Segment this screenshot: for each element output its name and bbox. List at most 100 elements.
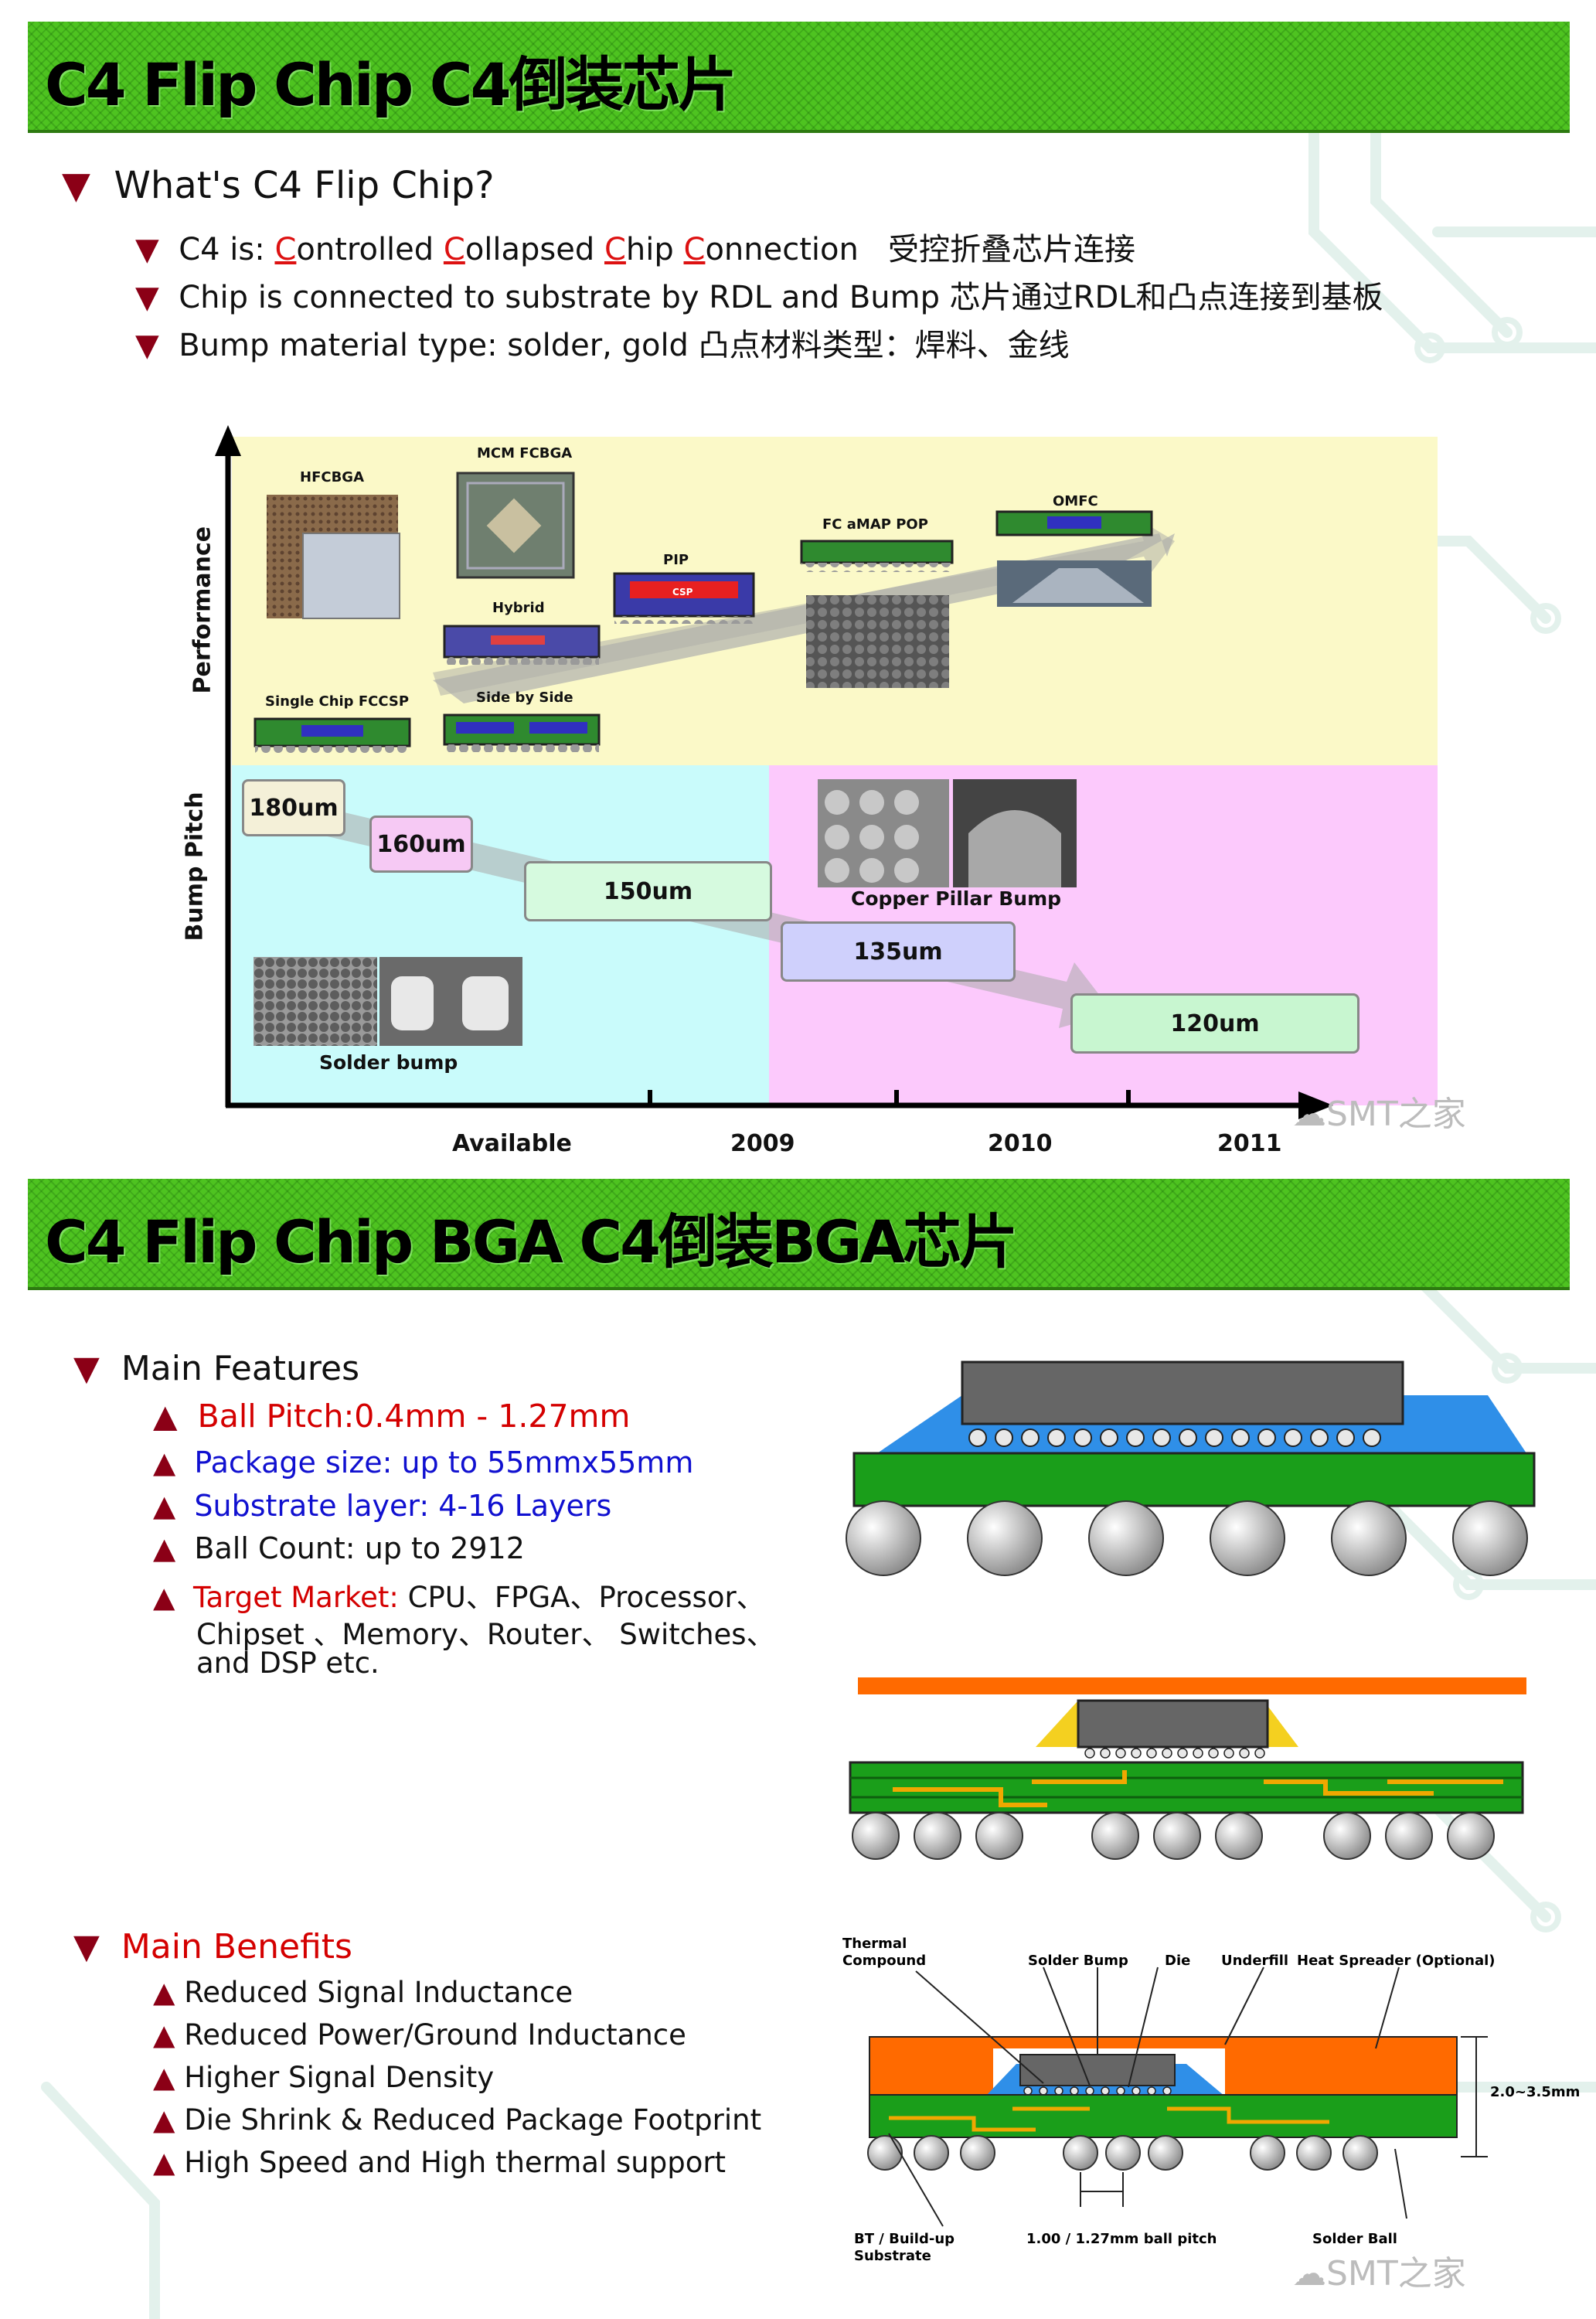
x-label-2011: 2011 <box>1217 1130 1282 1157</box>
solder-bump-label: Solder bump <box>319 1051 458 1074</box>
letter-c: C <box>604 232 626 267</box>
benefit-item: ▲ Higher Signal Density <box>153 2061 494 2094</box>
label-fc-amap-pop: FC aMAP POP <box>822 516 928 533</box>
line1-prefix: C4 is: <box>179 232 275 267</box>
benefit-text: Die Shrink & Reduced Package Footprint <box>184 2103 762 2137</box>
triangle-up-icon: ▲ <box>153 1398 178 1435</box>
feature-target-market: ▲ Target Market: CPU、FPGA、Processor、 <box>153 1574 765 1616</box>
letter-c: C <box>683 232 706 267</box>
word: ontrolled <box>296 232 444 267</box>
triangle-up-icon: ▲ <box>153 1976 175 2009</box>
watermark-bottom: ☁SMT之家 <box>1292 2246 1466 2295</box>
watermark-top: ☁SMT之家 <box>1292 1086 1466 1136</box>
intro-line-2: ▼ Chip is connected to substrate by RDL … <box>135 272 1383 317</box>
benefit-item: ▲ Reduced Signal Inductance <box>153 1976 573 2009</box>
triangle-down-icon: ▼ <box>73 1927 100 1967</box>
label-mcm-fcbga: MCM FCBGA <box>477 445 573 461</box>
benefit-text: Reduced Power/Ground Inductance <box>184 2018 686 2052</box>
feature-ball-count-text: Ball Count: up to 2912 <box>194 1531 525 1565</box>
feature-ball-pitch: ▲ Ball Pitch:0.4mm - 1.27mm <box>153 1398 630 1435</box>
triangle-up-icon: ▲ <box>153 1446 176 1480</box>
label-omfc: OMFC <box>1053 493 1098 509</box>
line3-text: Bump material type: solder, gold 凸点材料类型：… <box>179 328 1070 363</box>
top-banner-title: C4 Flip Chip C4倒装芯片 <box>45 50 737 119</box>
label-die: Die <box>1165 1953 1190 1969</box>
features-heading-row: ▼ Main Features <box>73 1349 359 1388</box>
bga-title-banner: C4 Flip Chip BGA C4倒装BGA芯片 <box>28 1179 1570 1290</box>
intro-heading: What's C4 Flip Chip? <box>114 164 495 207</box>
solder-bump-photos <box>254 957 522 1046</box>
x-label-available: Available <box>452 1130 572 1157</box>
y-label-bump-pitch: Bump Pitch <box>181 792 209 942</box>
package-images: CSP <box>254 472 1153 754</box>
triangle-up-icon: ▲ <box>153 1489 176 1523</box>
word: hip <box>625 232 684 267</box>
bga-banner-title: C4 Flip Chip BGA C4倒装BGA芯片 <box>45 1207 1018 1276</box>
benefits-heading-row: ▼ Main Benefits <box>73 1927 352 1967</box>
label-hfcbga: HFCBGA <box>300 469 364 485</box>
top-title-banner: C4 Flip Chip C4倒装芯片 <box>28 22 1570 133</box>
pitch-150um: 150um <box>524 861 772 921</box>
triangle-up-icon: ▲ <box>153 2103 175 2137</box>
label-pip: PIP <box>663 552 689 568</box>
intro-heading-row: ▼ What's C4 Flip Chip? <box>62 164 495 207</box>
line1-chinese: 受控折叠芯片连接 <box>888 232 1135 267</box>
feature-substrate-text: Substrate layer: 4-16 Layers <box>194 1489 612 1523</box>
label-bt-2: Substrate <box>854 2248 931 2264</box>
triangle-down-icon: ▼ <box>62 164 90 207</box>
letter-c: C <box>443 232 465 267</box>
wechat-icon: ☁ <box>1292 2254 1326 2293</box>
target-market-line1: CPU、FPGA、Processor、 <box>398 1581 765 1614</box>
triangle-down-icon: ▼ <box>135 232 159 267</box>
wechat-icon: ☁ <box>1292 1095 1326 1134</box>
label-thermal-1: Thermal <box>842 1936 907 1952</box>
label-height: 2.0~3.5mm <box>1490 2084 1580 2100</box>
label-solder-bump: Solder Bump <box>1028 1953 1128 1969</box>
triangle-up-icon: ▲ <box>153 2018 175 2052</box>
target-market-line3: and DSP etc. <box>196 1646 379 1680</box>
bga-diagram-spreader <box>849 1677 1526 1860</box>
target-market-label: Target Market: <box>193 1581 399 1614</box>
triangle-down-icon: ▼ <box>135 280 159 315</box>
triangle-down-icon: ▼ <box>73 1349 100 1388</box>
benefit-item: ▲ High Speed and High thermal support <box>153 2146 726 2179</box>
label-side-by-side: Side by Side <box>476 690 573 706</box>
triangle-down-icon: ▼ <box>135 328 159 363</box>
label-thermal-2: Compound <box>842 1953 926 1969</box>
feature-ball-pitch-text: Ball Pitch:0.4mm - 1.27mm <box>197 1398 631 1435</box>
label-bt-1: BT / Build-up <box>854 2231 955 2247</box>
triangle-up-icon: ▲ <box>153 2146 175 2179</box>
line2-text: Chip is connected to substrate by RDL an… <box>179 280 1383 315</box>
watermark-text-top: SMT之家 <box>1326 1095 1466 1134</box>
benefit-text: High Speed and High thermal support <box>184 2146 727 2179</box>
cross-section-diagram: Thermal Compound Solder Bump Die Underfi… <box>842 1936 1580 2264</box>
label-solder-ball: Solder Ball <box>1312 2231 1397 2247</box>
benefit-item: ▲ Die Shrink & Reduced Package Footprint <box>153 2103 761 2137</box>
label-underfill: Underfill <box>1221 1953 1288 1969</box>
label-heat-spreader: Heat Spreader (Optional) <box>1297 1953 1496 1969</box>
x-label-2009: 2009 <box>730 1130 795 1157</box>
benefit-text: Reduced Signal Inductance <box>184 1976 573 2009</box>
features-heading: Main Features <box>121 1349 360 1388</box>
label-ball-pitch: 1.00 / 1.27mm ball pitch <box>1026 2231 1217 2247</box>
pitch-180um: 180um <box>242 779 345 836</box>
x-label-2010: 2010 <box>988 1130 1053 1157</box>
pitch-135um: 135um <box>781 921 1016 982</box>
word: ollapsed <box>465 232 604 267</box>
benefits-heading: Main Benefits <box>121 1927 352 1967</box>
feature-substrate: ▲ Substrate layer: 4-16 Layers <box>153 1489 611 1523</box>
triangle-up-icon: ▲ <box>153 2061 175 2094</box>
word: onnection <box>705 232 859 267</box>
csp-text: CSP <box>672 587 693 598</box>
copper-pillar-photos <box>818 779 1077 887</box>
watermark-text-bottom: SMT之家 <box>1326 2254 1466 2293</box>
feature-ball-count: ▲ Ball Count: up to 2912 <box>153 1531 525 1565</box>
feature-package-size-text: Package size: up to 55mmx55mm <box>194 1446 694 1480</box>
copper-pillar-label: Copper Pillar Bump <box>851 887 1062 910</box>
pitch-120um: 120um <box>1070 993 1359 1054</box>
target-market-line2: Chipset 、Memory、Router、 Switches、 <box>196 1618 775 1651</box>
triangle-up-icon: ▲ <box>153 1581 175 1614</box>
feature-package-size: ▲ Package size: up to 55mmx55mm <box>153 1446 693 1480</box>
benefit-text: Higher Signal Density <box>184 2061 495 2094</box>
letter-c: C <box>274 232 297 267</box>
